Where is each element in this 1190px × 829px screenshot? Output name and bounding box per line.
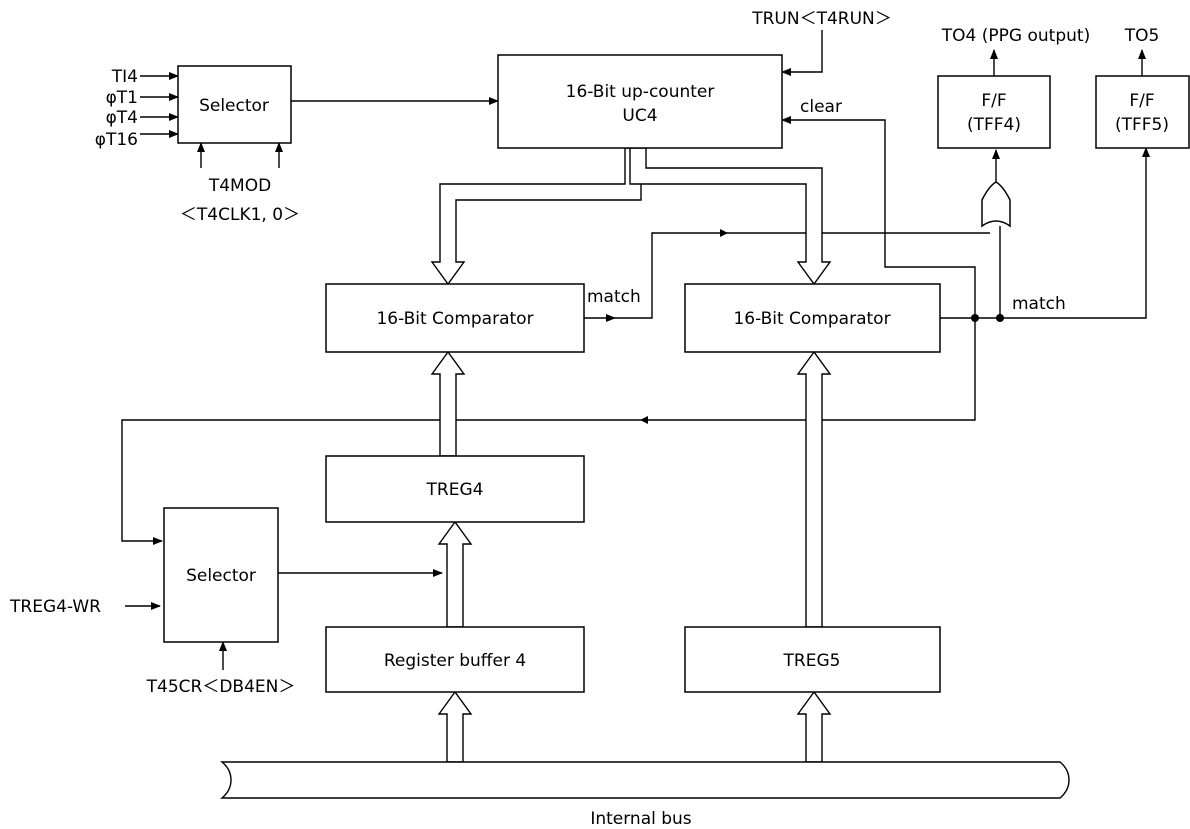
input-phi-t16: φT16 [95,130,138,150]
wire-match5 [940,147,1150,319]
ff4-name: (TFF4) [967,115,1021,135]
input-phi-t4: φT4 [106,108,138,128]
treg5-box [684,626,941,693]
input-phi-t1: φT1 [106,88,138,108]
t4clk-label: ＜T4CLK1, 0＞ [180,205,300,225]
register-buffer-label: Register buffer 4 [384,651,526,671]
up-counter-box [497,54,783,149]
t45cr-label: T45CR＜DB4EN＞ [146,677,296,697]
treg4-wr-label: TREG4-WR [9,597,101,617]
ff5-label: F/F [1129,91,1154,111]
clear-label: clear [800,97,842,117]
or-gate [981,181,1011,228]
input-ti4: TI4 [111,67,138,87]
bus-counter-to-comparator5 [629,147,832,286]
bus-treg5-to-comparator5 [796,350,832,628]
ff4-box [937,75,1051,149]
treg5-label: TREG5 [783,651,841,671]
match4-label: match [587,287,641,307]
internal-bus [220,761,1070,799]
wire-trun [781,30,823,76]
clock-selector-label: Selector [199,96,269,116]
treg4-label: TREG4 [426,480,484,500]
buffer-selector-box [163,507,279,643]
t4mod-label: T4MOD [208,176,271,196]
match5-label: match [1012,294,1066,314]
bus-internal-to-treg5 [796,690,832,763]
wire-feedback [121,318,976,545]
junction-dot [996,314,1004,322]
ff5-name: (TFF5) [1115,115,1169,135]
comparator4-label: 16-Bit Comparator [376,309,533,329]
bus-buffer-to-treg4 [437,520,473,628]
comparator5-box [684,283,941,353]
wire-clear [781,116,976,318]
up-counter-name: UC4 [622,106,657,126]
trun-label: TRUN＜T4RUN＞ [751,9,892,29]
to5-output-label: TO5 [1124,26,1160,46]
bus-internal-to-buffer [437,690,473,763]
bus-treg4-to-comparator4 [430,350,466,457]
to4-output-label: TO4 (PPG output) [941,26,1090,46]
internal-bus-label: Internal bus [590,809,691,829]
comparator5-label: 16-Bit Comparator [733,309,890,329]
junction-dot [971,314,979,322]
wire-match4-route [615,232,720,319]
treg4-box [325,455,585,523]
clock-selector-box [177,65,292,144]
bus-counter-to-comparator4 [430,147,642,286]
register-buffer-box [325,626,585,693]
up-counter-label: 16-Bit up-counter [566,82,715,102]
buffer-selector-label: Selector [186,566,256,586]
comparator4-box [325,283,585,353]
ff4-label: F/F [981,91,1006,111]
ff5-box [1095,75,1190,149]
